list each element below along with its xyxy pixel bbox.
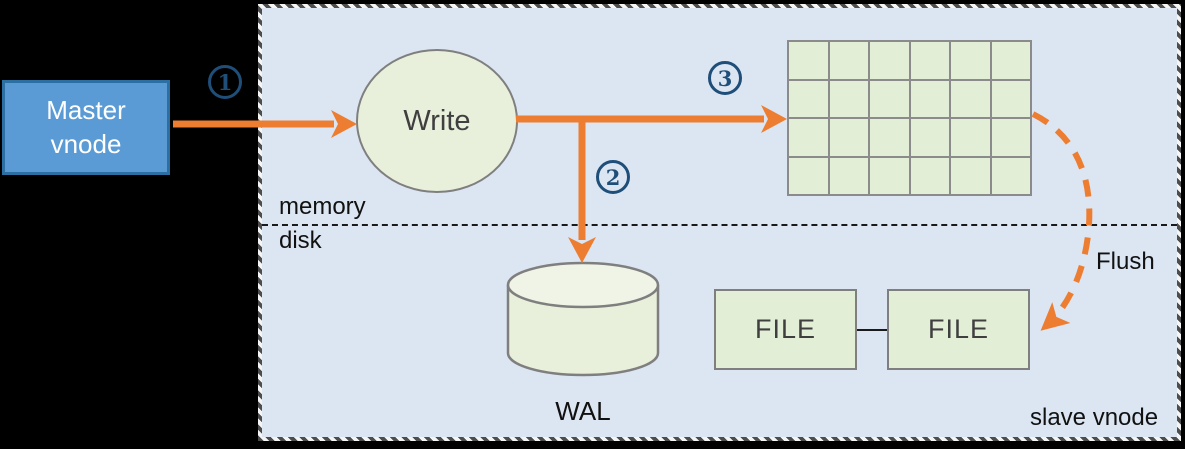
step-badge-2: 2 <box>596 160 630 194</box>
memtable-cell <box>951 80 990 117</box>
master-vnode-box: Master vnode <box>2 80 170 175</box>
memtable-cell <box>870 119 909 156</box>
step-badge-1: 1 <box>208 65 242 99</box>
memtable-grid <box>787 40 1032 196</box>
memtable-cell <box>910 119 949 156</box>
memtable-cell <box>910 80 949 117</box>
memtable-cell <box>991 157 1030 194</box>
memtable-cell <box>991 42 1030 79</box>
memtable-cell <box>951 42 990 79</box>
memtable-cell <box>991 119 1030 156</box>
memtable-cell <box>789 157 828 194</box>
memtable-cell <box>870 42 909 79</box>
memtable-cell <box>829 157 868 194</box>
memtable-cell <box>829 80 868 117</box>
file-connector-line <box>857 329 887 331</box>
memtable-cell <box>829 42 868 79</box>
memtable-cell <box>789 80 828 117</box>
memtable-cell <box>789 42 828 79</box>
memtable-cell <box>829 119 868 156</box>
memory-label: memory <box>279 193 366 220</box>
memtable-cell <box>870 80 909 117</box>
file-box-1-label: FILE <box>754 314 817 344</box>
memtable-cell <box>991 80 1030 117</box>
disk-label: disk <box>279 227 322 254</box>
write-node: Write <box>356 49 518 193</box>
master-vnode-label-line2: vnode <box>50 128 122 159</box>
file-box-1: FILE <box>714 289 857 370</box>
memtable-cell <box>910 157 949 194</box>
flush-label: Flush <box>1096 248 1155 275</box>
write-node-label: Write <box>403 104 471 137</box>
file-box-2: FILE <box>887 289 1030 370</box>
memtable-cell <box>910 42 949 79</box>
memtable-cell <box>951 119 990 156</box>
memtable-cell <box>789 119 828 156</box>
master-vnode-label-line1: Master <box>46 94 126 125</box>
wal-label: WAL <box>555 396 611 426</box>
slave-vnode-label: slave vnode <box>1030 404 1159 431</box>
memtable-cell <box>951 157 990 194</box>
memory-disk-divider <box>262 224 1177 226</box>
memtable-cell <box>870 157 909 194</box>
step-badge-3: 3 <box>708 61 742 95</box>
file-box-2-label: FILE <box>927 314 990 344</box>
